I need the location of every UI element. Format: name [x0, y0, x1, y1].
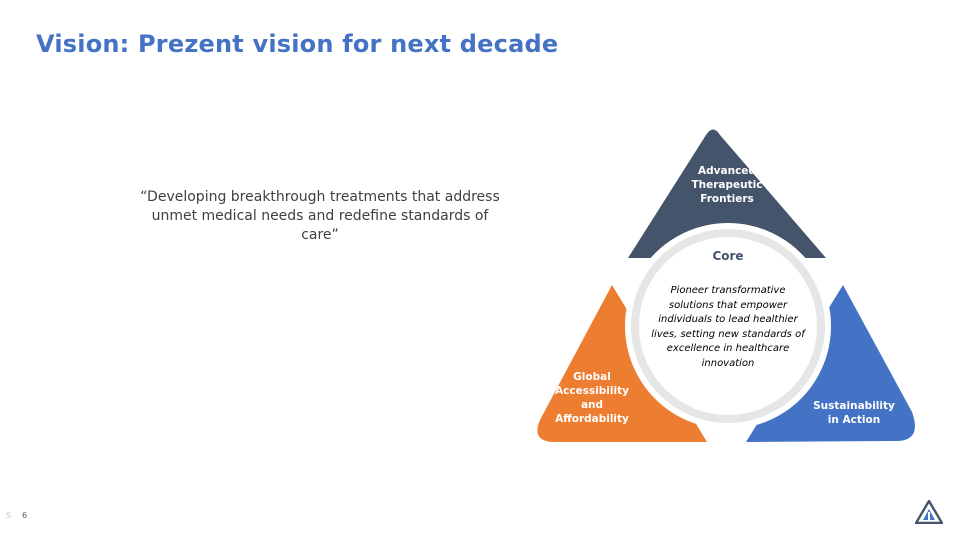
- core-title: Core: [712, 249, 744, 263]
- company-logo-icon: [915, 500, 943, 524]
- label-top: Advanced Therapeutic Frontiers: [691, 165, 763, 205]
- page-number: 6: [22, 511, 28, 520]
- core-text: Pioneer transformative solutions that em…: [651, 285, 805, 369]
- label-left: Global Accessibility and Affordability: [555, 371, 629, 425]
- core-circle: [639, 237, 817, 415]
- segment-top: [628, 129, 826, 258]
- slide-title: Vision: Prezent vision for next decade: [36, 30, 559, 58]
- footer-mark: S: [6, 511, 12, 520]
- vision-quote: “Developing breakthrough treatments that…: [140, 189, 500, 243]
- label-right: Sustainability in Action: [813, 400, 895, 426]
